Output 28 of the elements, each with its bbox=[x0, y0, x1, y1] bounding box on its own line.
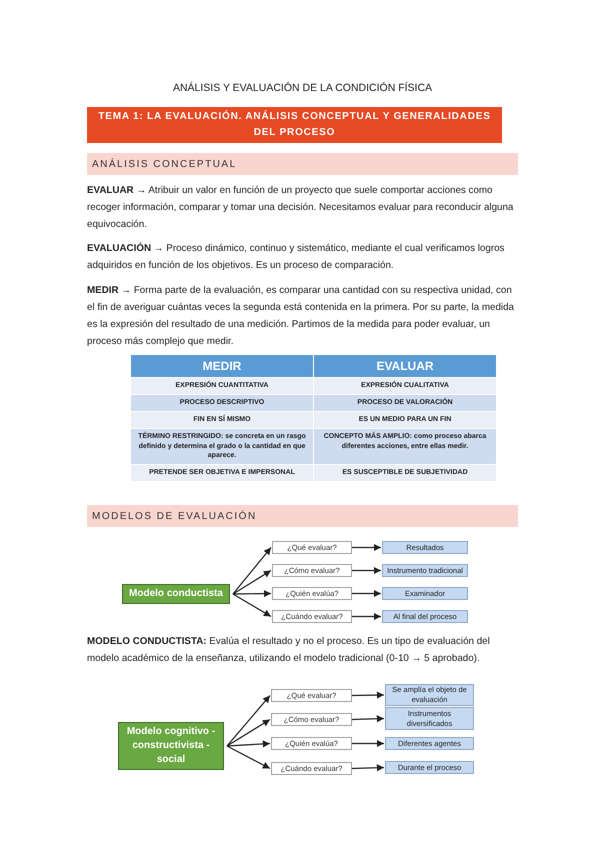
arrow bbox=[226, 745, 270, 770]
table-header-cell: MEDIR bbox=[131, 355, 313, 377]
model-box: Modelo cognitivo - constructivista - social bbox=[118, 722, 224, 770]
arrow bbox=[352, 590, 381, 598]
arrow bbox=[232, 593, 272, 618]
arrow bbox=[233, 590, 271, 598]
topic-banner: TEMA 1: LA EVALUACIÓN. ANÁLISIS CONCEPTUAL Y GENERALIDADES DEL PROCESO bbox=[87, 107, 502, 143]
paragraph: MODELO CONDUCTISTA: Evalúa el resultado y no el proceso. Es un tipo de evaluación del modelo académico de la enseñanza, utilizando el modelo tradicional (0-10 → 5 aprobado). bbox=[87, 635, 491, 666]
paragraph: MEDIR → Forma parte de la evaluación, es comparar una cantidad con su respectiva unidad, con el fin de averiguar cuántas veces la segunda está contenida en la primera. Por su parte, la medida es la expresión del resultado de una medición. Partimos de la medida para poder evaluar, un proceso más complejo que medir. bbox=[87, 284, 515, 349]
arrow bbox=[226, 695, 270, 746]
table-header-cell: EVALUAR bbox=[314, 355, 496, 377]
arrow bbox=[232, 570, 272, 594]
arrow bbox=[226, 718, 270, 747]
section-heading: ANÁLISIS CONCEPTUAL bbox=[87, 153, 518, 175]
arrow bbox=[352, 692, 384, 699]
arrow bbox=[352, 566, 381, 574]
arrow bbox=[232, 547, 272, 594]
section-heading: MODELOS DE EVALUACIÓN bbox=[87, 505, 518, 527]
model-box: Modelo conductista bbox=[122, 584, 230, 604]
paragraph: EVALUAR → Atribuir un valor en función de un proyecto que suele comportar acciones como recoger información, comparar y tomar una decisión. Necesitamos evaluar para reconducir alguna equivocación. bbox=[87, 184, 514, 232]
page-title: ANÁLISIS Y EVALUACIÓN DE LA CONDICIÓN FÍSICA bbox=[172, 82, 434, 94]
arrow bbox=[352, 715, 384, 722]
arrow bbox=[226, 740, 270, 748]
arrow bbox=[352, 764, 384, 772]
paragraph: EVALUACIÓN → Proceso dinámico, continuo y sistemático, mediante el cual verificamos logros adquiridos en función de los objetivos. Es un proceso de comparación. bbox=[87, 241, 506, 273]
arrow bbox=[352, 612, 381, 620]
arrow bbox=[352, 740, 384, 748]
arrow bbox=[352, 544, 381, 552]
